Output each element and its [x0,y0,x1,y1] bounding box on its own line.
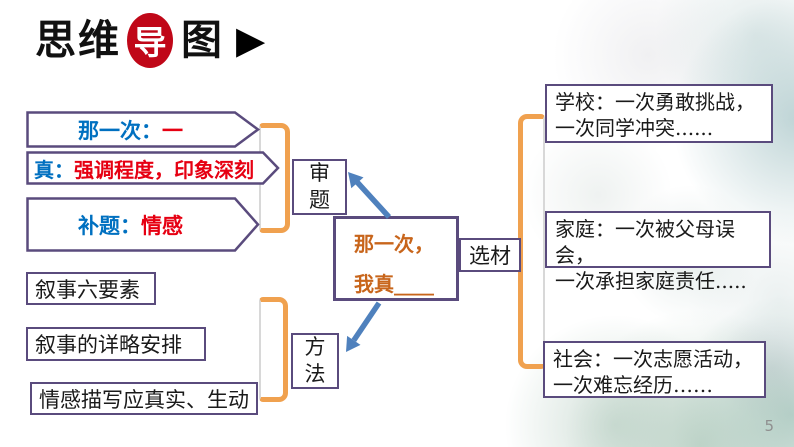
central-topic-line1: 那一次， [354,232,434,256]
material-school-line2: 一次同学冲突...... [555,116,714,140]
page-title: 思维 导 图 ▶ [35,10,265,70]
arrow-to-fangfa [346,301,382,352]
node-central-topic: 那一次， 我真____ [333,216,459,301]
title-circle-char: 导 [133,23,167,62]
node-fangfa: 方法 [291,333,339,389]
page-number: 5 [764,417,774,435]
material-school: 学校：一次勇敢挑战， 一次同学冲突...... [545,84,773,143]
node-xuancai: 选材 [459,238,521,272]
material-family: 家庭：一次被父母误会， 一次承担家庭责任..... [545,211,771,293]
method-item-label: 情感描写应真实、生动 [39,387,249,412]
method-item-1: 叙事六要素 [26,272,156,305]
material-family-line2: 一次承担家庭责任..... [555,269,747,293]
topic-arrow-2: 真：强调程度，印象深刻 [26,151,280,185]
method-item-label: 叙事六要素 [35,277,140,302]
central-topic-line2: 我真____ [354,272,434,296]
topic3-value: 情感 [141,213,183,238]
topic1-value: 一 [162,118,183,143]
node-fangfa-label: 方法 [304,335,326,386]
play-triangle-icon: ▶ [236,18,266,62]
bracket-xuancai [518,114,545,369]
title-part1: 思维 [35,16,121,64]
material-school-line1: 学校：一次勇敢挑战， [555,90,755,114]
title-part2: 图 [181,16,224,64]
node-xuancai-label: 选材 [469,244,511,268]
topic-arrow-3: 补题：情感 [26,197,260,252]
arrow-to-shenti [348,172,392,219]
node-shenti-label: 审题 [309,161,330,212]
material-family-line1: 家庭：一次被父母误会， [555,217,735,267]
method-item-3: 情感描写应真实、生动 [30,382,258,415]
topic-arrow-1: 那一次：一 [26,111,260,148]
material-society: 社会：一次志愿活动， 一次难忘经历…… [543,341,766,398]
topic2-value: 强调程度，印象深刻 [74,157,254,182]
material-society-line1: 社会：一次志愿活动， [553,347,753,371]
method-item-2: 叙事的详略安排 [26,327,206,361]
topic1-key: 那一次： [78,118,162,143]
topic3-key: 补题： [78,213,141,238]
method-item-label: 叙事的详略安排 [35,333,182,357]
pentagon-shape [26,111,260,148]
pentagon-shape [26,151,280,185]
node-shenti: 审题 [292,159,347,215]
pentagon-shape [26,197,260,252]
title-red-circle: 导 [127,12,173,68]
bracket-fangfa [259,297,288,402]
material-society-line2: 一次难忘经历…… [553,373,713,397]
topic2-key: 真： [34,157,74,182]
